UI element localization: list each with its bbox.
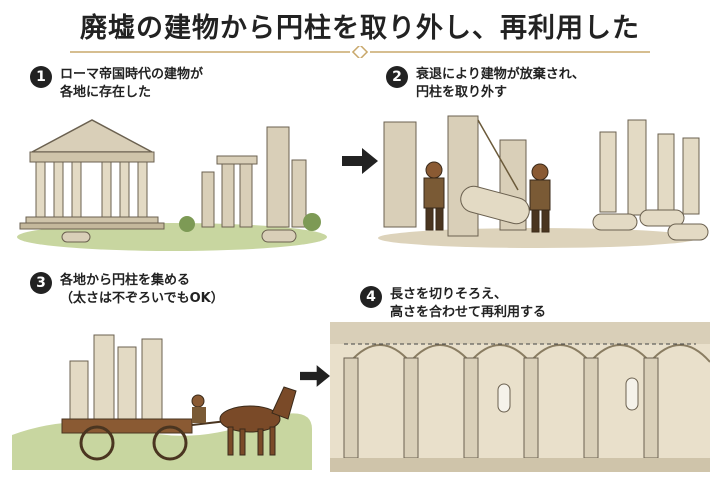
step-2: 2 衰退により建物が放棄され、 円柱を取り外す: [386, 66, 585, 102]
step-text-line: 各地に存在した: [60, 85, 152, 100]
removing-columns-illustration: [378, 115, 709, 248]
step-1: 1 ローマ帝国時代の建物が 各地に存在した: [30, 66, 203, 102]
step-text-line: 衰退により建物が放棄され、: [416, 67, 585, 82]
arrow-right-icon: [300, 365, 330, 387]
title-divider: [70, 46, 650, 58]
reused-columns-arcade-illustration: [330, 322, 710, 472]
step-text-line: （太さは不ぞろいでもOK）: [60, 291, 224, 306]
step-number: 2: [386, 66, 408, 88]
step-number: 4: [360, 286, 382, 308]
step-text-line: 円柱を取り外す: [416, 85, 508, 100]
step-text-line: 長さを切りそろえ、: [390, 287, 508, 302]
step-text-line: 各地から円柱を集める: [60, 273, 191, 288]
step-text-line: 高さを合わせて再利用する: [390, 305, 547, 320]
roman-temple-illustration: [17, 119, 327, 251]
cart-with-columns-illustration: [12, 334, 312, 470]
step-text-line: ローマ帝国時代の建物が: [60, 67, 204, 82]
page-title: 廃墟の建物から円柱を取り外し、再利用した: [80, 13, 640, 44]
step-3: 3 各地から円柱を集める （太さは不ぞろいでもOK）: [30, 272, 224, 308]
arrow-right-icon: [342, 148, 378, 174]
step-number: 3: [30, 272, 52, 294]
step-number: 1: [30, 66, 52, 88]
step-4: 4 長さを切りそろえ、 高さを合わせて再利用する: [360, 286, 546, 322]
